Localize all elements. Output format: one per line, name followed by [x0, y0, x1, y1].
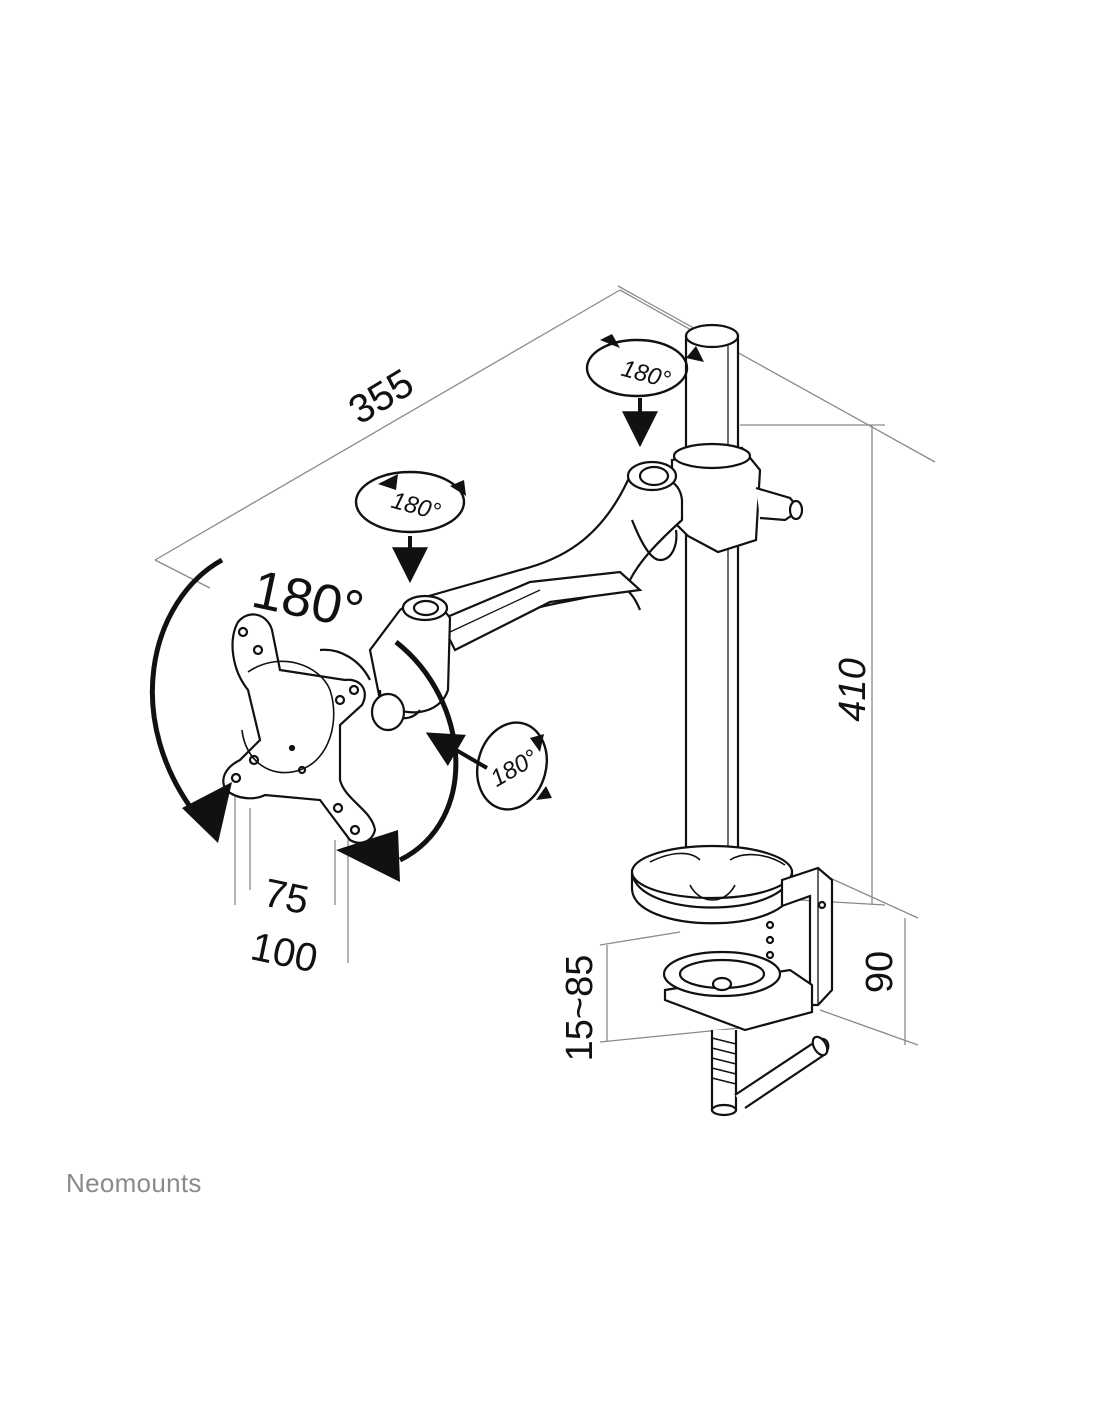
pole — [684, 323, 740, 872]
pole-height-label: 410 — [832, 658, 874, 721]
vesa-75-label: 75 — [260, 871, 313, 923]
arm-length-label: 355 — [341, 361, 421, 433]
rotation-indicators — [354, 338, 689, 811]
arm-base-label: 180° — [618, 355, 673, 394]
vesa-100-label: 100 — [247, 925, 321, 982]
pointer-arrows — [392, 398, 658, 770]
head-swivel-label: 180° — [388, 487, 443, 526]
desk-clamp — [630, 844, 834, 1117]
arm — [368, 442, 804, 732]
brand-logo: Neomounts — [66, 1168, 202, 1198]
clamp-height-label: 90 — [859, 951, 901, 993]
arrowhead-right-icon — [336, 830, 400, 882]
vesa-plate — [222, 613, 377, 844]
rotation-arrowheads — [378, 334, 704, 800]
desk-thickness-label: 15~85 — [559, 955, 601, 1062]
elbow-rotation-label: 180° — [486, 744, 543, 792]
arrowhead-left-icon — [182, 782, 232, 843]
